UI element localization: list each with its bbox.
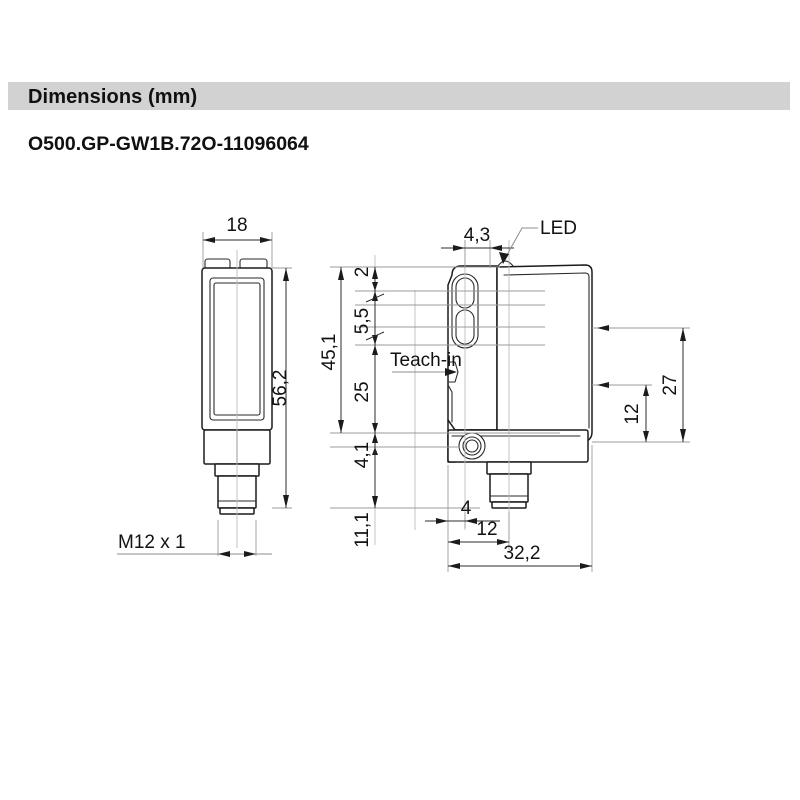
arrowhead [497, 539, 509, 545]
arrowhead [260, 237, 272, 243]
arrowhead [372, 345, 378, 355]
dim-text-lens-offset: 4,3 [464, 225, 490, 246]
body-inner-contour [503, 272, 590, 429]
break-slash [365, 331, 385, 341]
arrowhead [338, 420, 344, 433]
mounting-hole-mid [462, 436, 482, 456]
arrowhead [580, 563, 592, 569]
nose-lower-contour [447, 384, 453, 423]
led-bump [497, 260, 514, 267]
arrowhead [680, 429, 686, 442]
led-leader-line [502, 227, 538, 263]
arrowhead-inward [597, 325, 609, 331]
page-title: Dimensions (mm) [28, 86, 198, 108]
arrowhead [490, 245, 502, 251]
dim-text-connector-center: 12 [476, 519, 497, 540]
dim-text-lens-spacing: 5,5 [352, 308, 373, 334]
arrowhead-inward [597, 382, 609, 388]
front-view [117, 232, 292, 557]
arrowhead [338, 267, 344, 280]
dim-text-total-front: 45,1 [319, 334, 340, 371]
dim-text-front-width: 18 [226, 215, 247, 236]
arrowhead [244, 551, 256, 557]
dim-text-hole-offset: 4,1 [352, 442, 373, 468]
mounting-hole-inner [465, 439, 479, 453]
arrowhead [499, 252, 509, 264]
thread-label: M12 x 1 [118, 532, 186, 553]
dim-text-depth-lower: 12 [622, 403, 643, 424]
side-view [330, 227, 690, 572]
dim-text-mid-height: 25 [352, 381, 373, 402]
arrowhead [372, 433, 378, 443]
break-slash [365, 293, 385, 303]
led-callout-label: LED [540, 218, 577, 239]
arrowhead [453, 245, 465, 251]
section-header-bar [8, 82, 790, 110]
arrowhead [465, 518, 477, 524]
arrowhead [643, 431, 649, 442]
teach-in-notch [447, 361, 459, 383]
arrowhead [643, 385, 649, 396]
arrowhead [372, 423, 378, 433]
arrowhead [372, 496, 378, 508]
part-number: O500.GP-GW1B.72O-11096064 [28, 133, 309, 155]
arrowhead [445, 368, 457, 376]
arrowhead [372, 267, 378, 279]
arrowhead [372, 282, 378, 291]
dim-text-overall-depth: 32,2 [504, 543, 541, 564]
teach-in-callout-label: Teach-in [390, 350, 462, 371]
dim-text-front-height: 56,2 [270, 370, 291, 407]
arrowhead [680, 328, 686, 341]
arrowhead [448, 539, 460, 545]
dim-text-depth-upper: 27 [660, 374, 681, 395]
dim-text-lower-height: 11,1 [352, 512, 373, 548]
arrowhead [436, 518, 448, 524]
arrowhead [372, 335, 378, 345]
arrowhead [372, 291, 378, 301]
arrowhead [203, 237, 215, 243]
arrowhead [283, 268, 289, 281]
dim-text-connector-offset: 4 [461, 498, 472, 519]
arrowhead [218, 551, 230, 557]
dim-text-top-offset: 2 [352, 267, 373, 278]
arrowhead [283, 495, 289, 508]
arrowhead [448, 563, 460, 569]
